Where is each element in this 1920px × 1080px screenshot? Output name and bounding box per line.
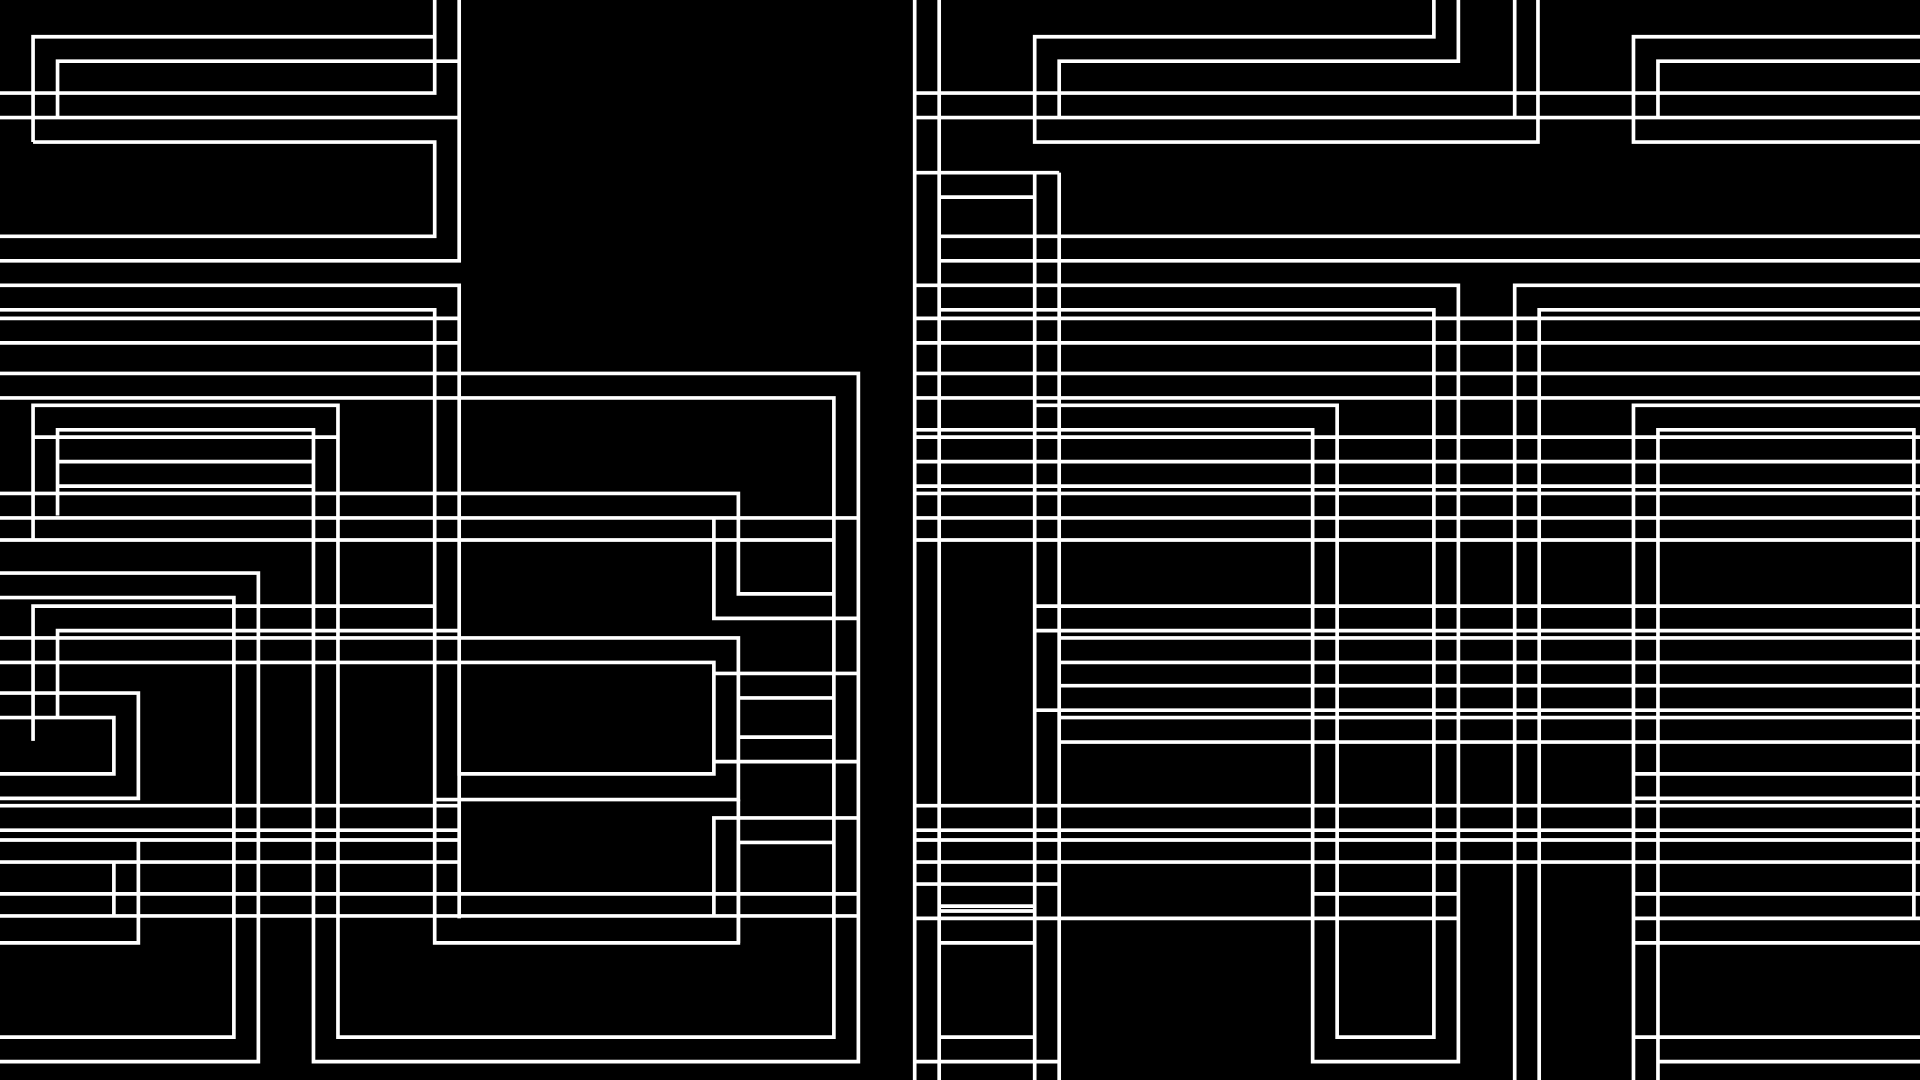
right-mid-bands xyxy=(914,283,1920,1080)
right-top-loops xyxy=(914,0,1920,263)
left-pattern-group xyxy=(0,0,861,1064)
left-inner-hlines xyxy=(0,435,859,1064)
left-mid-bands xyxy=(0,283,861,1064)
right-pattern-group xyxy=(912,0,1920,1080)
left-top-loops xyxy=(0,0,462,263)
right-inner-hlines xyxy=(914,435,1920,1064)
